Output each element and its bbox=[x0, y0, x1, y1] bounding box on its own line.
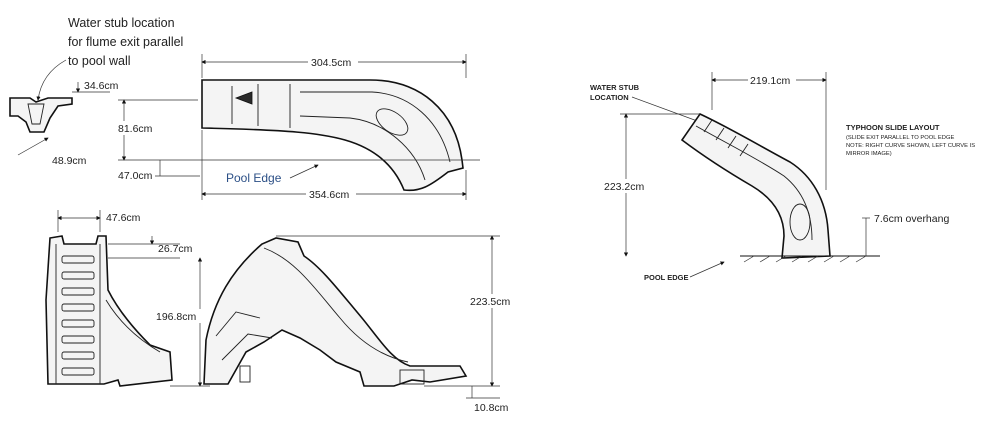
water-stub-label-leader bbox=[631, 96, 701, 123]
layout-note-line3: MIRROR IMAGE) bbox=[846, 151, 892, 157]
dim-label-bg-223-2 bbox=[602, 179, 652, 193]
top-slide-ladder bbox=[231, 84, 291, 128]
water-stub-leader bbox=[36, 59, 67, 101]
top-end-profile bbox=[9, 97, 73, 133]
dim-overhang: 7.6cm overhang bbox=[874, 213, 949, 225]
layout-slide-dip bbox=[789, 203, 811, 241]
side-ladder-lines bbox=[215, 311, 273, 361]
water-stub-callout-line3: to pool wall bbox=[68, 54, 131, 68]
water-stub-callout-line2: for flume exit parallel bbox=[68, 35, 183, 49]
layout-ladder-rungs bbox=[703, 119, 749, 157]
layout-note-line2: NOTE: RIGHT CURVE SHOWN, LEFT CURVE IS bbox=[846, 143, 975, 149]
water-stub-callout-line1: Water stub location bbox=[68, 16, 175, 30]
layout-title: TYPHOON SLIDE LAYOUT bbox=[846, 123, 940, 132]
dim-label-bg-354 bbox=[306, 187, 356, 201]
layout-view: WATER STUB LOCATION 219.1cm 223.2cm 7.6c… bbox=[590, 72, 975, 282]
pool-edge-label: Pool Edge bbox=[226, 171, 282, 185]
top-end-profile-inner bbox=[27, 103, 45, 125]
layout-pool-edge-label: POOL EDGE bbox=[644, 273, 688, 282]
water-stub-label-line1: WATER STUB bbox=[590, 83, 640, 92]
dim-stub-offset: 34.6cm bbox=[84, 80, 119, 92]
front-slide-body bbox=[45, 235, 173, 387]
dim-layout-height: 223.2cm bbox=[604, 181, 645, 193]
layout-note-line1: (SLIDE EXIT PARALLEL TO POOL EDGE bbox=[846, 135, 954, 141]
side-support-post bbox=[239, 365, 251, 383]
dim-label-bg-196 bbox=[155, 309, 205, 323]
dim-label-bg-219 bbox=[748, 73, 796, 87]
water-stub-label-line2: LOCATION bbox=[590, 93, 629, 102]
top-view: Water stub location for flume exit paral… bbox=[9, 16, 480, 201]
top-slide-body bbox=[201, 79, 464, 192]
layout-pool-hatch bbox=[743, 255, 867, 263]
front-view: 47.6cm 26.7cm 196.8cm bbox=[45, 210, 210, 387]
side-exit-base bbox=[399, 369, 425, 385]
dim-front-top: 26.7cm bbox=[158, 243, 193, 255]
dim-exit-offset: 47.0cm bbox=[118, 170, 153, 182]
side-view: 223.5cm 10.8cm bbox=[203, 235, 518, 414]
dim-layout-width: 219.1cm bbox=[750, 75, 791, 87]
dim-side-base: 10.8cm bbox=[474, 402, 509, 414]
dim-total-width: 354.6cm bbox=[309, 189, 350, 201]
dim-top-width: 304.5cm bbox=[311, 57, 352, 69]
dim-arrow-48 bbox=[17, 137, 49, 156]
layout-pool-edge-leader bbox=[689, 261, 725, 278]
top-slide-dip bbox=[375, 108, 409, 136]
dim-front-height: 196.8cm bbox=[156, 311, 197, 323]
top-slide-channel-outer bbox=[300, 91, 451, 163]
dim-front-width: 47.6cm bbox=[106, 212, 141, 224]
layout-slide-body bbox=[680, 112, 831, 259]
top-water-stub bbox=[234, 91, 253, 105]
dim-side-height: 223.5cm bbox=[470, 296, 511, 308]
top-slide-channel-inner bbox=[299, 115, 426, 181]
dim-label-bg-304 bbox=[308, 55, 358, 69]
dim-label-bg-81 bbox=[116, 121, 164, 135]
side-slide-channel bbox=[263, 247, 409, 363]
front-slide-curve bbox=[105, 299, 161, 353]
pool-edge-leader bbox=[289, 164, 319, 179]
dim-height-81: 81.6cm bbox=[118, 123, 153, 135]
dim-left-end: 48.9cm bbox=[52, 155, 87, 167]
front-ladder-steps bbox=[61, 255, 95, 376]
dim-label-bg-223-5 bbox=[468, 294, 518, 308]
